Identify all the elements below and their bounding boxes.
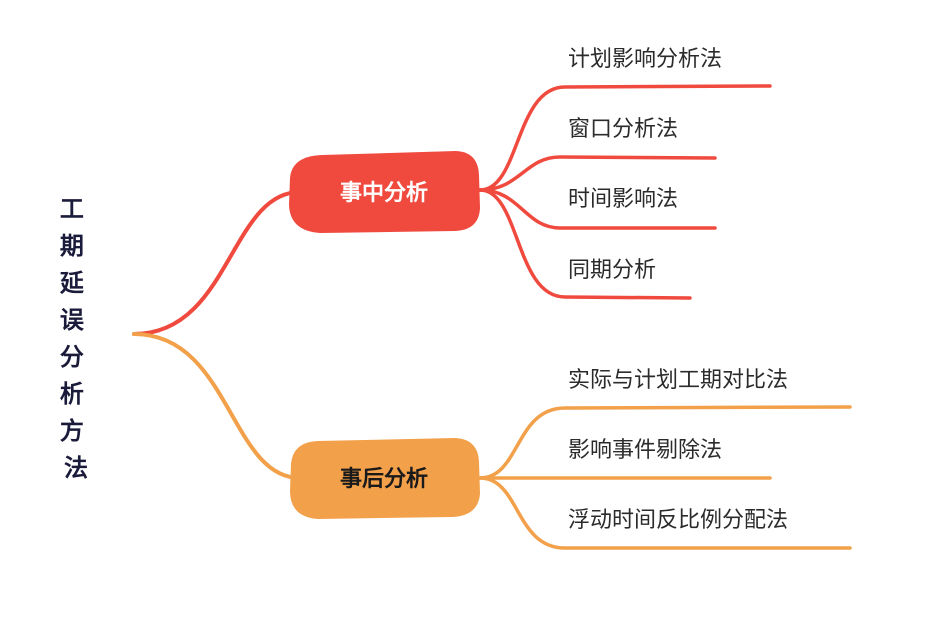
leaf-window-analysis[interactable]: 窗口分析法: [568, 117, 678, 142]
root-char: 误: [60, 306, 85, 334]
leaf-time-impact[interactable]: 时间影响法: [568, 187, 678, 212]
branch-pill: [289, 151, 480, 233]
root-char: 方: [60, 417, 84, 445]
leaf-float-allocation[interactable]: 浮动时间反比例分配法: [568, 508, 788, 533]
leaf-event-exclusion[interactable]: 影响事件剔除法: [568, 438, 722, 463]
leaf-actual-vs-plan[interactable]: 实际与计划工期对比法: [568, 368, 788, 393]
root-char: 法: [64, 454, 88, 482]
root-char: 期: [60, 232, 84, 260]
edge-root-to-branch-1: [132, 190, 302, 336]
branch-topic-during[interactable]: 事中分析: [289, 151, 480, 233]
root-char: 析: [60, 380, 84, 408]
root-char: 分: [60, 343, 84, 371]
root-title: 工 期 延 误 分 析 方 法: [59, 195, 92, 482]
leaf-plan-impact-analysis[interactable]: 计划影响分析法: [568, 47, 722, 72]
root-topic: 工 期 延 误 分 析 方 法: [59, 195, 92, 482]
root-char: 工: [60, 195, 84, 223]
branch-1-leaf-edges: [478, 84, 772, 300]
root-char: 延: [59, 269, 85, 297]
branch-label: 事后分析: [340, 466, 428, 492]
branch-label: 事中分析: [340, 180, 428, 206]
branch-topic-after[interactable]: 事后分析: [290, 438, 480, 519]
leaf-concurrent-analysis[interactable]: 同期分析: [568, 258, 656, 283]
branch-2-leaf-edges: [478, 405, 852, 550]
branch-pill: [290, 438, 480, 519]
edge-root-to-branch-2: [132, 332, 302, 480]
